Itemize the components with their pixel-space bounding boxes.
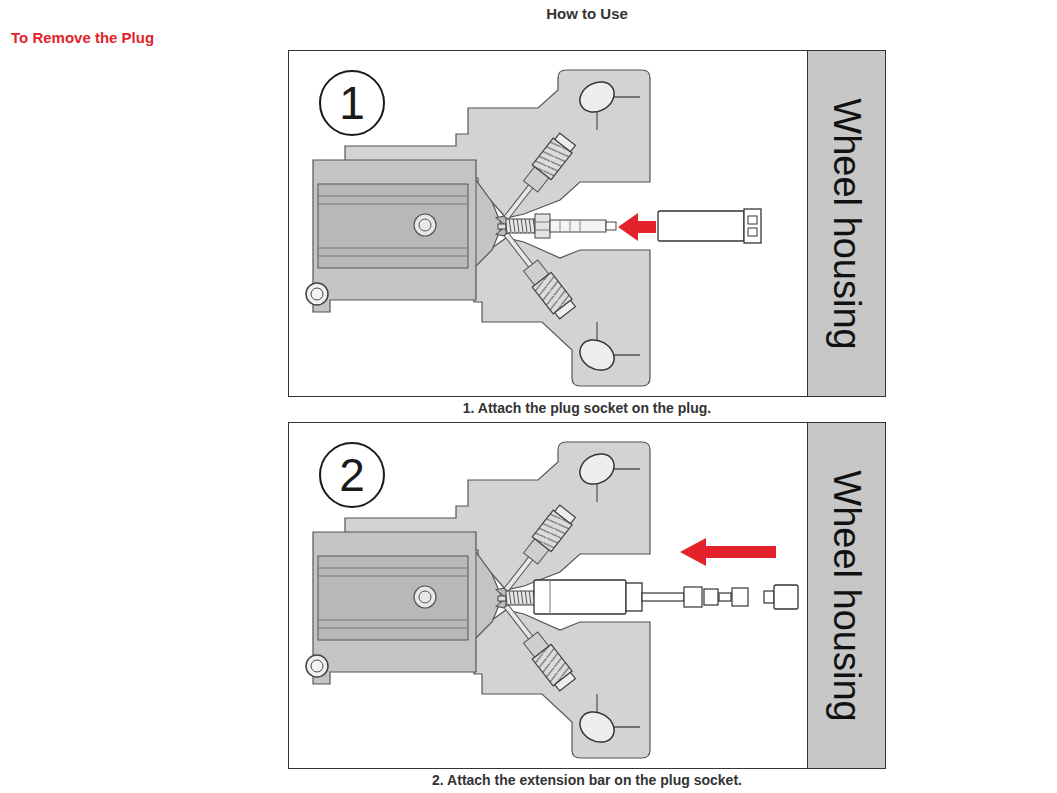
wheel-housing-band: Wheel housing: [807, 423, 885, 768]
step-caption: 1. Attach the plug socket on the plug.: [289, 400, 885, 416]
engine-view-2: [306, 442, 798, 758]
page-title: How to Use: [288, 5, 886, 22]
part-name: Wheel housing: [828, 98, 866, 349]
part-name: Wheel housing: [828, 470, 866, 721]
section-heading: To Remove the Plug: [11, 29, 154, 46]
callout-number: 1: [339, 80, 365, 126]
wheel-housing-band: Wheel housing: [807, 51, 885, 396]
callout-circle: 2: [319, 442, 385, 508]
step-panel: 1. Attach the plug socket on the plug.1W…: [288, 50, 886, 397]
step-panel: 2. Attach the extension bar on the plug …: [288, 422, 886, 769]
callout-number: 2: [339, 452, 365, 498]
engine-view-1: [306, 70, 761, 386]
step-caption: 2. Attach the extension bar on the plug …: [289, 772, 885, 788]
callout-circle: 1: [319, 70, 385, 136]
